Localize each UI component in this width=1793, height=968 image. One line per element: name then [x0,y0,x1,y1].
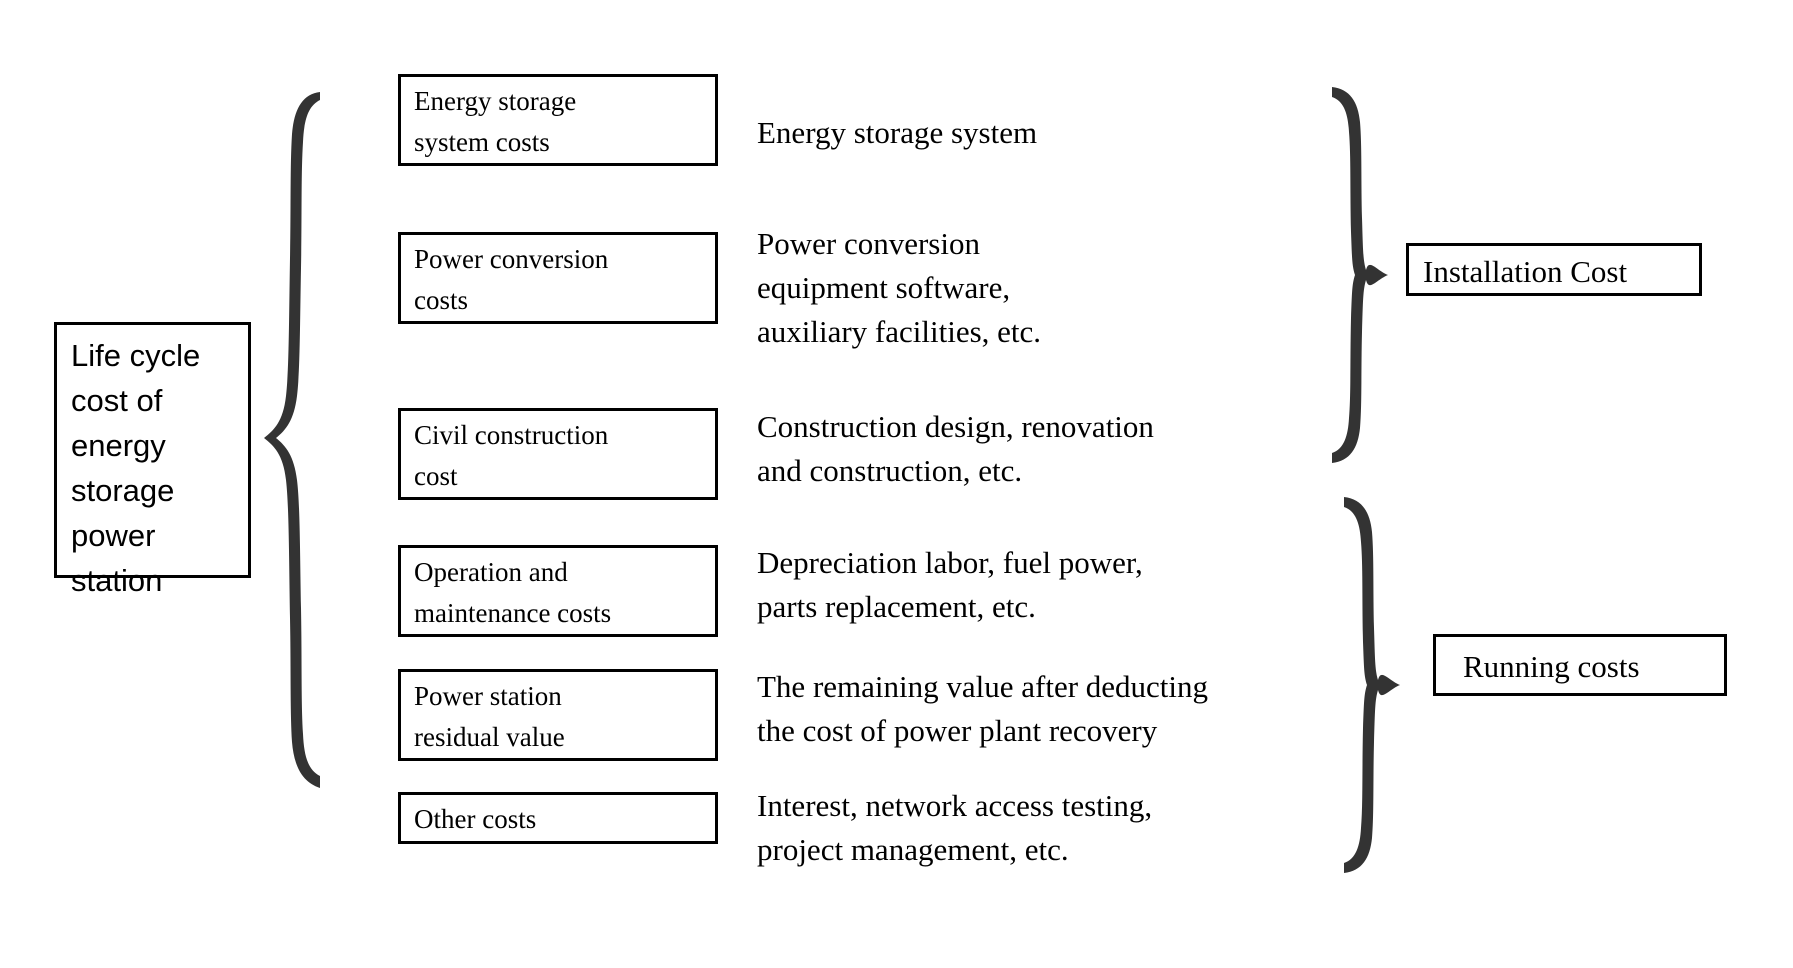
group-label-installation-cost: Installation Cost [1423,254,1628,289]
root-node-label: Life cycle cost of energy storage power … [71,338,201,598]
root-node-life-cycle-cost: Life cycle cost of energy storage power … [54,322,251,598]
item-label-other-costs: Other costs [414,804,537,834]
group-label-running-costs: Running costs [1463,649,1640,684]
right-brace-running-costs-icon [1342,494,1402,876]
group-box-running-costs: Running costs [1433,634,1727,696]
item-box-power-station-residual-value: Power station residual value [398,669,718,761]
group-box-installation-cost: Installation Cost [1406,243,1702,296]
item-box-operation-and-maintenance-costs: Operation and maintenance costs [398,545,718,637]
description-operation-and-maintenance-costs: Depreciation labor, fuel power, parts re… [757,545,1143,624]
description-civil-construction-cost: Construction design, renovation and cons… [757,409,1154,488]
item-label-power-station-residual-value: Power station residual value [414,681,565,752]
description-energy-storage-system-costs: Energy storage system [757,115,1038,150]
description-power-conversion-costs: Power conversion equipment software, aux… [757,226,1042,349]
description-power-station-residual-value: The remaining value after deducting the … [757,669,1209,748]
right-brace-installation-cost-icon [1330,84,1390,466]
item-box-civil-construction-cost: Civil construction cost [398,408,718,500]
item-box-other-costs: Other costs [398,792,718,844]
item-label-energy-storage-system-costs: Energy storage system costs [414,86,577,157]
item-box-energy-storage-system-costs: Energy storage system costs [398,74,718,166]
item-label-power-conversion-costs: Power conversion costs [414,244,609,315]
item-box-power-conversion-costs: Power conversion costs [398,232,718,324]
item-label-civil-construction-cost: Civil construction cost [414,420,609,491]
left-brace-icon [262,88,324,792]
item-label-operation-and-maintenance-costs: Operation and maintenance costs [414,557,612,628]
description-other-costs: Interest, network access testing, projec… [757,788,1153,867]
